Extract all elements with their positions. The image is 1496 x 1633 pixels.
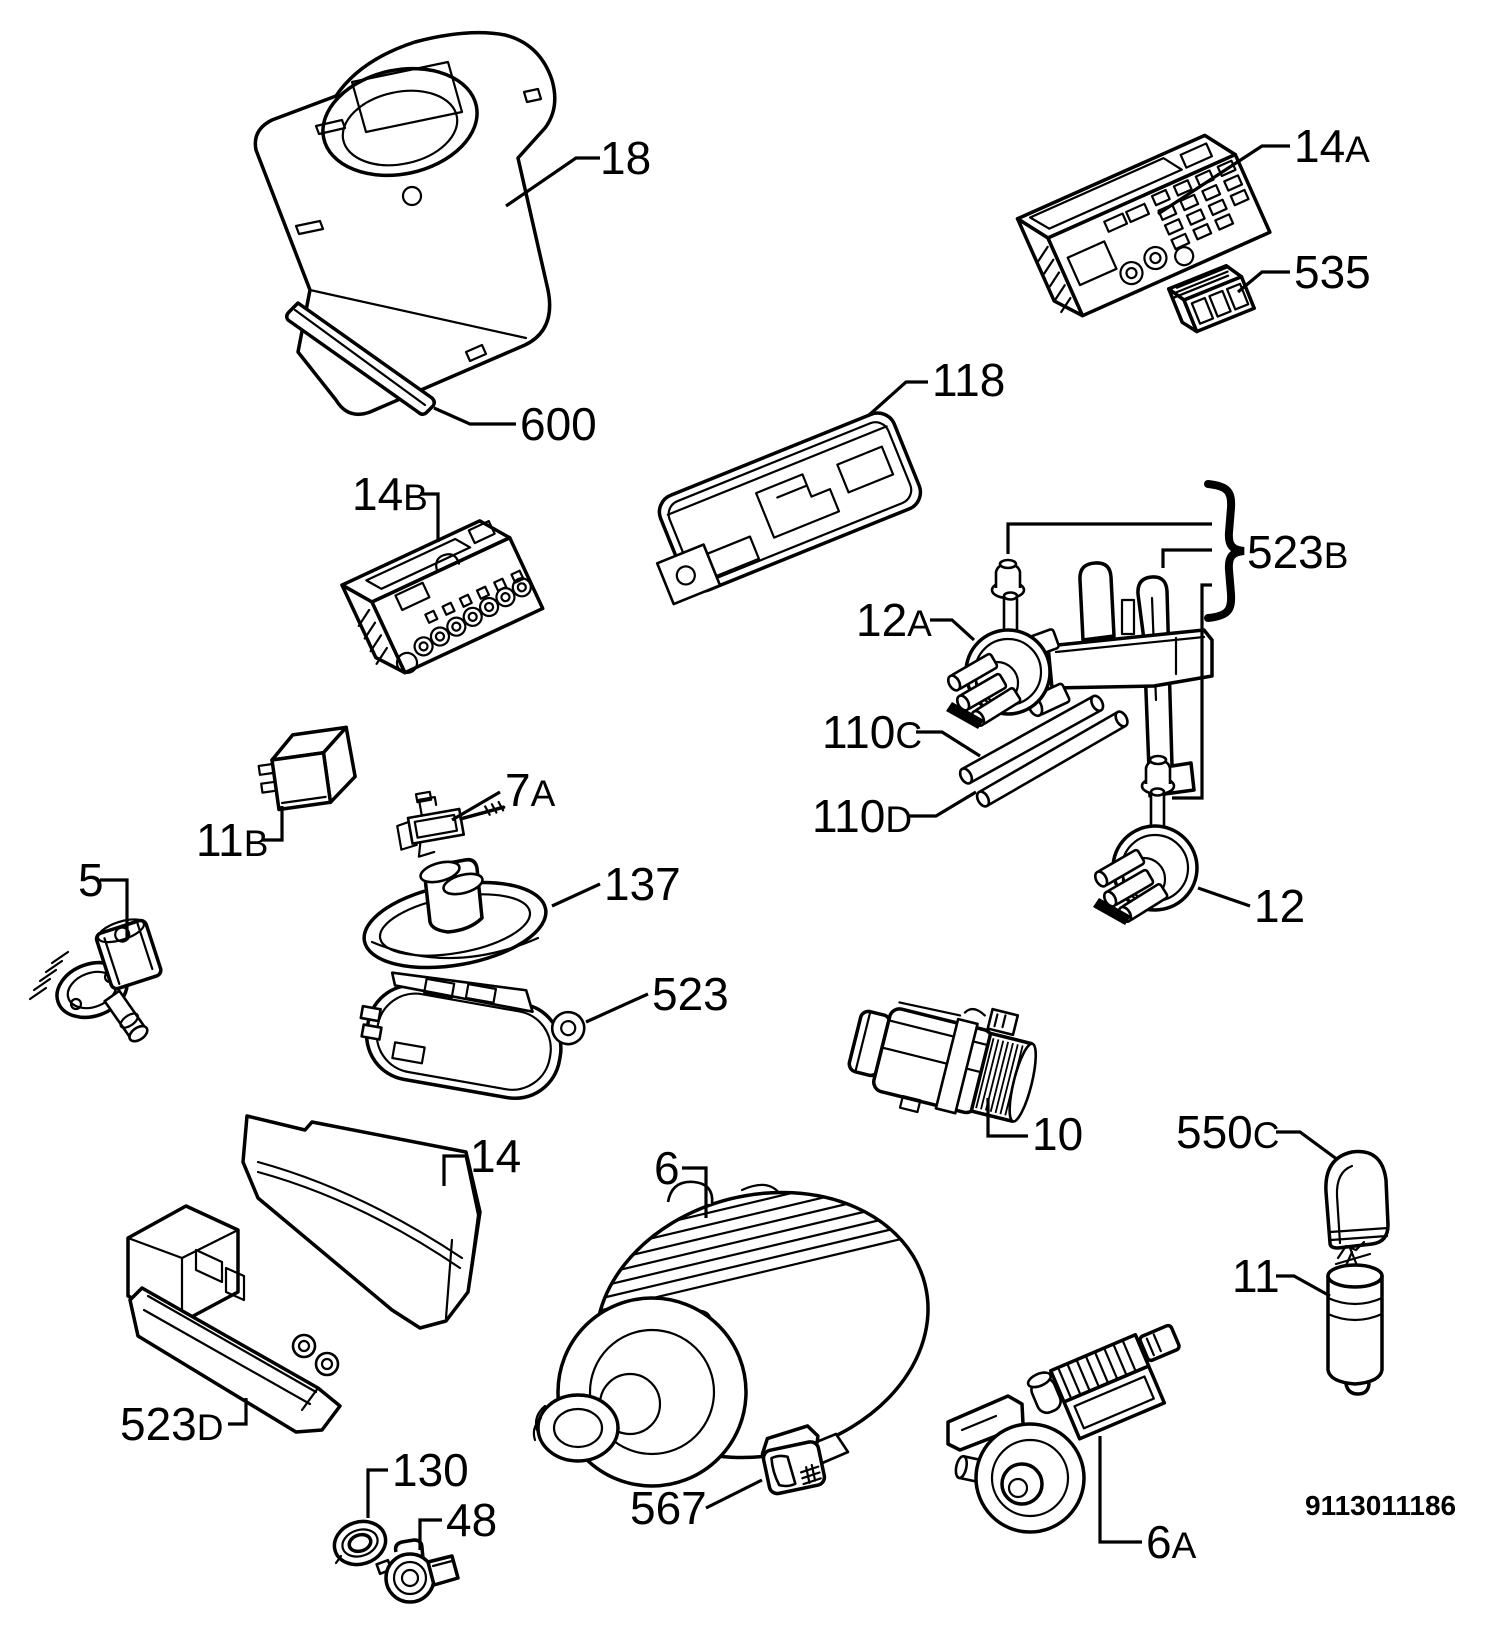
part-118-drawing	[655, 411, 923, 606]
part-14a-drawing	[1015, 133, 1272, 318]
part-523-drawing	[359, 971, 586, 1101]
leader-6	[682, 1166, 708, 1218]
leader-11b	[262, 806, 284, 842]
brace-523b	[1204, 480, 1245, 622]
part-523d-drawing	[126, 1204, 342, 1434]
part-12-drawing	[1091, 786, 1199, 927]
leader-567	[705, 1478, 763, 1510]
document-number: 9113011186	[1305, 1490, 1456, 1521]
part-137-drawing	[362, 857, 548, 970]
leader-5	[100, 878, 129, 940]
leader-523b-2	[1161, 548, 1212, 568]
part-5-drawing	[28, 918, 163, 1043]
part-label-18: 18	[600, 132, 651, 184]
leader-523d	[228, 1398, 248, 1426]
leader-6a	[1098, 1436, 1142, 1544]
leader-118	[866, 380, 928, 418]
part-48-drawing	[375, 1538, 460, 1604]
leader-535	[1236, 270, 1290, 294]
part-label-567: 567	[630, 1482, 707, 1534]
leader-7a	[451, 790, 501, 822]
part-18-drawing	[253, 30, 557, 416]
part-110d-drawing	[975, 710, 1129, 808]
part-11-drawing	[1326, 1240, 1384, 1396]
part-label-110d: 110D	[812, 790, 912, 842]
part-label-137: 137	[604, 858, 681, 910]
leader-14a	[1157, 144, 1290, 216]
part-label-550c: 550C	[1176, 1106, 1279, 1158]
part-label-523b: 523B	[1247, 526, 1348, 578]
part-600-drawing	[284, 301, 437, 417]
leader-12a	[930, 618, 976, 642]
part-label-14a: 14A	[1294, 120, 1370, 172]
part-label-118: 118	[932, 354, 1005, 406]
leader-523b-3	[1172, 583, 1212, 800]
part-6a-drawing	[946, 1323, 1181, 1534]
leader-600	[433, 406, 516, 426]
leader-137	[551, 882, 601, 908]
leader-550c	[1276, 1130, 1339, 1162]
leader-12	[1197, 886, 1251, 908]
part-6-drawing	[532, 1158, 937, 1488]
leader-10	[986, 1098, 1028, 1138]
part-535-drawing	[1166, 263, 1256, 334]
leader-48	[418, 1518, 442, 1550]
leader-130	[366, 1468, 388, 1518]
part-label-535: 535	[1294, 246, 1371, 298]
part-label-6a: 6A	[1146, 1516, 1197, 1568]
part-14-drawing	[241, 1114, 482, 1330]
part-label-110c: 110C	[822, 706, 922, 758]
part-label-10: 10	[1032, 1108, 1083, 1160]
part-label-7a: 7A	[505, 764, 556, 816]
part-567-drawing	[760, 1424, 827, 1496]
part-7a-drawing	[396, 790, 506, 858]
leader-14b	[420, 492, 440, 542]
leader-18	[505, 156, 600, 208]
part-label-600: 600	[520, 398, 597, 450]
part-labels: 18 600 14A 535 118 14B 523B 12A 110C 110…	[78, 120, 1371, 1568]
leader-523b-1	[1006, 522, 1212, 554]
part-14b-drawing	[340, 519, 545, 675]
leader-110d	[908, 790, 977, 818]
part-label-11: 11	[1232, 1250, 1280, 1302]
part-label-14: 14	[470, 1130, 521, 1182]
part-label-48: 48	[446, 1494, 497, 1546]
part-label-523: 523	[652, 968, 729, 1020]
part-130-drawing	[332, 1519, 388, 1567]
leader-110c	[916, 730, 981, 758]
part-label-5: 5	[78, 854, 104, 906]
part-550c-drawing	[1324, 1149, 1390, 1250]
part-10-drawing	[847, 1001, 1038, 1123]
leader-14	[442, 1154, 466, 1186]
part-110c-drawing	[958, 694, 1105, 785]
leader-523	[585, 992, 649, 1024]
part-label-12: 12	[1254, 880, 1305, 932]
part-label-14b: 14B	[352, 468, 428, 520]
part-label-6: 6	[654, 1142, 680, 1194]
part-label-12a: 12A	[856, 594, 932, 646]
leader-11	[1276, 1274, 1331, 1298]
part-label-11b: 11B	[196, 814, 268, 866]
part-label-523d: 523D	[120, 1398, 223, 1450]
leader-lines	[100, 144, 1339, 1550]
part-11b-drawing	[257, 725, 357, 812]
part-label-130: 130	[392, 1444, 469, 1496]
